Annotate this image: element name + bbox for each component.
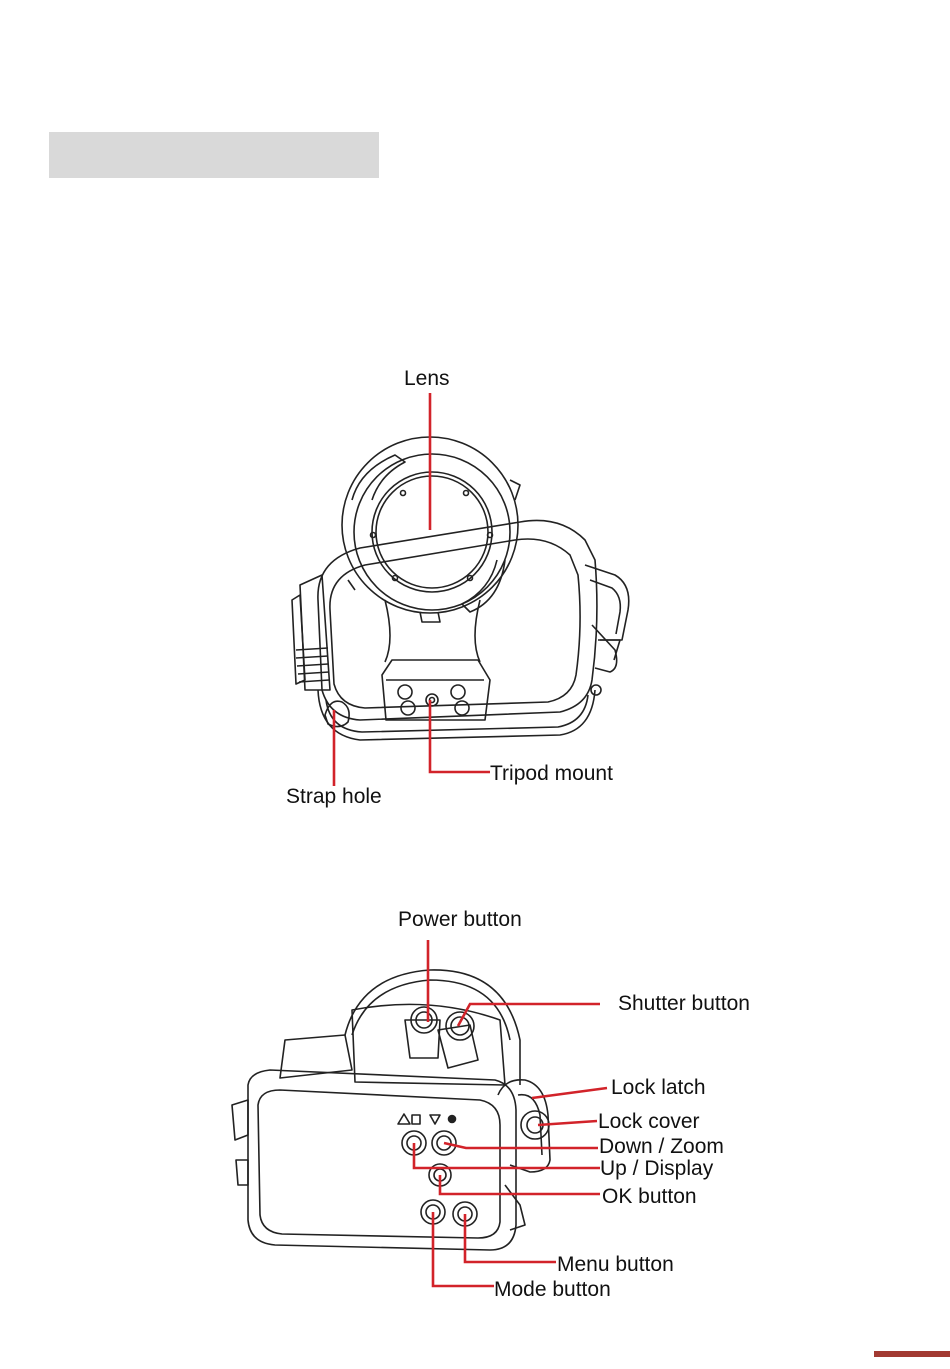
label-shutter-button: Shutter button [618,993,750,1014]
leader-tripod-mount [430,700,490,772]
label-mode-button: Mode button [494,1279,611,1300]
label-ok-button: OK button [602,1186,697,1207]
label-lock-latch: Lock latch [611,1077,706,1098]
label-up-display: Up / Display [600,1158,713,1179]
label-tripod-mount: Tripod mount [490,763,613,784]
footer-accent-bar [874,1351,950,1357]
label-power-button: Power button [398,909,522,930]
label-strap-hole: Strap hole [286,786,382,807]
leader-down-zoom [444,1143,598,1148]
back-view-leaders [414,940,607,1286]
leader-lock-latch [532,1088,607,1098]
leader-lock-cover [538,1121,597,1125]
front-view-drawing [292,437,629,740]
back-view-drawing [232,970,550,1250]
front-view-leaders [334,393,490,786]
leader-ok-button [440,1175,600,1194]
label-lens: Lens [404,368,450,389]
label-down-zoom: Down / Zoom [599,1136,724,1157]
label-lock-cover: Lock cover [598,1111,700,1132]
label-menu-button: Menu button [557,1254,674,1275]
leader-shutter-button [458,1004,600,1026]
